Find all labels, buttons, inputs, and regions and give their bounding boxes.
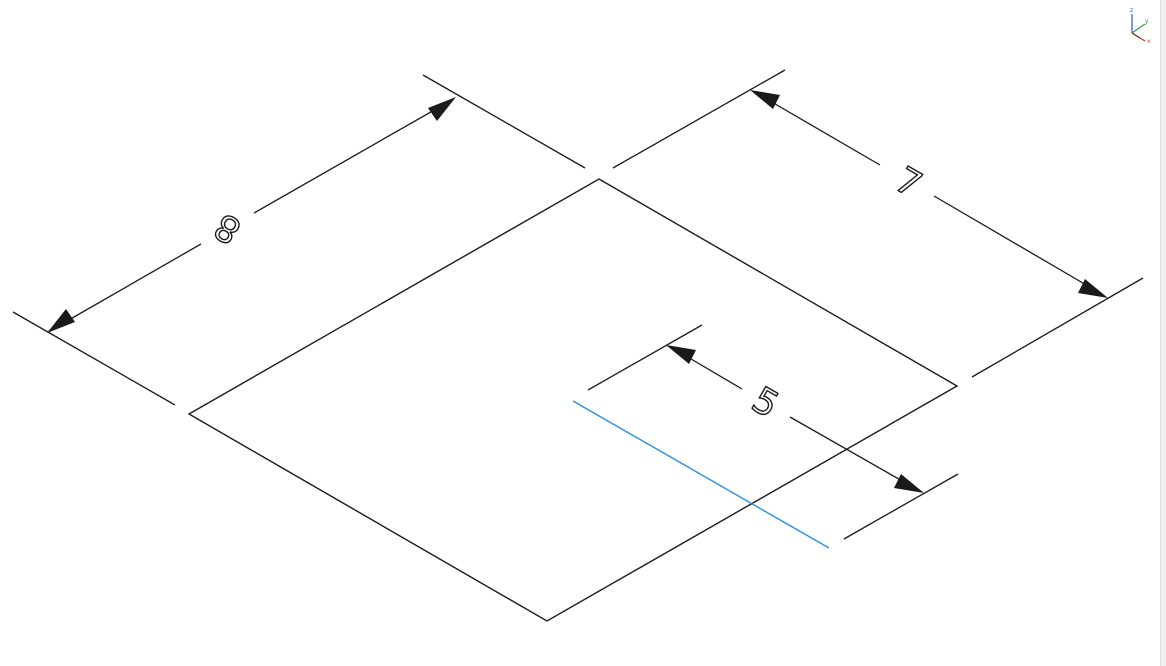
dim-5-line-segment-lower	[789, 416, 905, 483]
dim-7-line-segment-lower	[933, 195, 1089, 287]
dim-8-extension-line-top	[422, 74, 586, 169]
dim-5-extension-line-top	[587, 324, 703, 391]
axis-indicator: z y x	[1130, 7, 1151, 45]
dim-7-line-segment-upper	[769, 100, 881, 166]
dim-7-arrowhead-bottom	[1078, 279, 1108, 298]
dim-8-arrowhead-bottom	[47, 309, 75, 333]
dim-5-arrowhead-bottom	[894, 474, 924, 493]
dim-8-line-segment-upper	[253, 108, 437, 214]
z-axis-label: z	[1130, 7, 1133, 14]
selected-line[interactable]	[572, 400, 830, 549]
dim-7-arrowhead-top	[750, 90, 780, 109]
dim-5-extension-line-bottom	[843, 473, 959, 540]
x-axis-label: x	[1147, 38, 1151, 45]
dim-7-label[interactable]: 7	[887, 159, 929, 207]
dim-8-line-segment-lower	[66, 243, 202, 322]
dim-5-line-segment-upper	[685, 355, 743, 390]
dim-7-extension-line-bottom	[971, 277, 1144, 378]
dim-5-arrowhead-top	[666, 345, 696, 364]
vertical-scrollbar[interactable]	[1160, 0, 1166, 666]
plate-outline[interactable]	[187, 178, 959, 622]
dim-5-label[interactable]: 5	[744, 379, 786, 427]
y-axis-label: y	[1145, 18, 1149, 25]
dim-7-extension-line-top	[612, 69, 786, 169]
y-axis-icon	[1131, 23, 1146, 34]
dim-8-extension-line-bottom	[12, 311, 176, 406]
dim-8-label[interactable]: 8	[207, 204, 249, 252]
dim-8-arrowhead-top	[428, 97, 456, 121]
axis-indicator-diagonal	[1131, 32, 1141, 39]
